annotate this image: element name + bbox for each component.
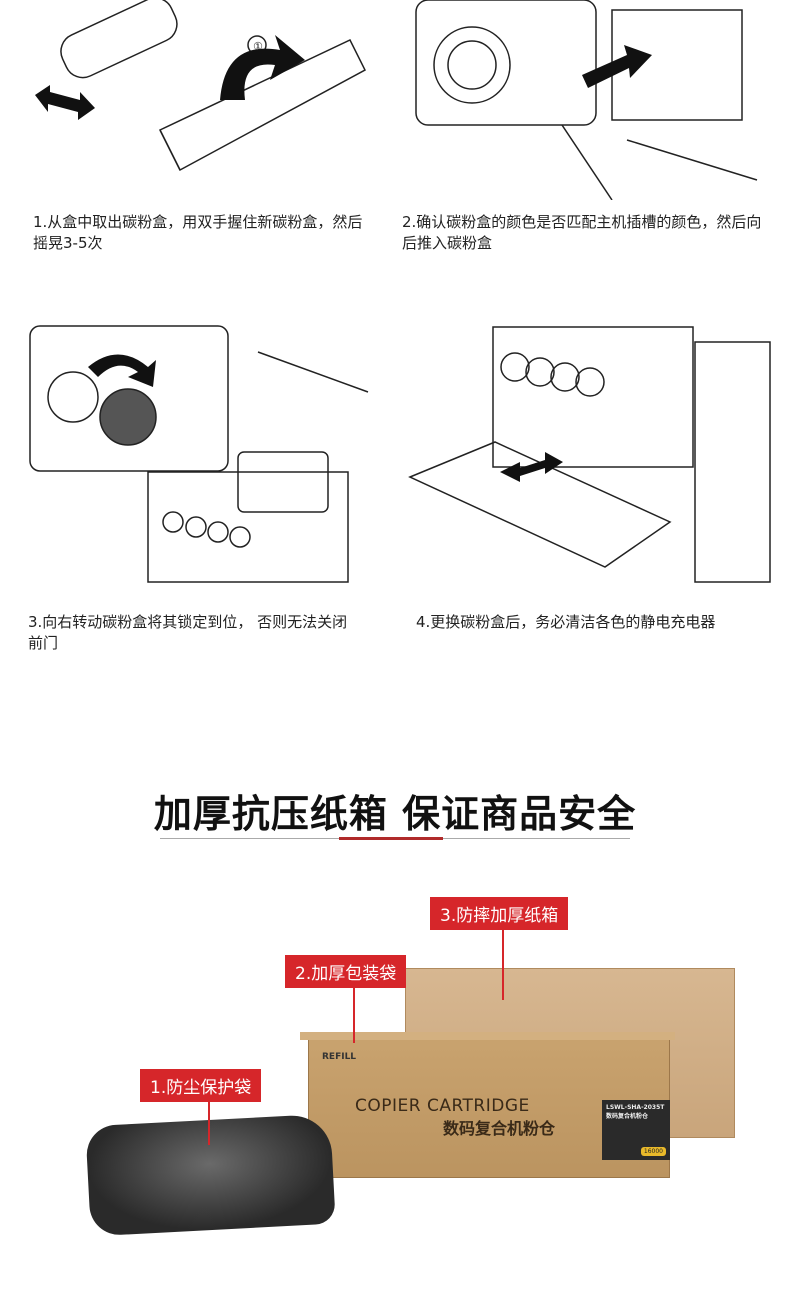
box-label: LSWL-SHA-2035T 数码复合机粉仓 16000 bbox=[602, 1100, 670, 1160]
step2-caption: 2.确认碳粉盒的颜色是否匹配主机插槽的颜色，然后向后推入碳粉盒 bbox=[402, 213, 762, 252]
tag2-pointer bbox=[353, 983, 355, 1043]
step1-illustration: ① bbox=[20, 0, 380, 200]
box-title-cn: 数码复合机粉仓 bbox=[443, 1119, 556, 1138]
tag-thick-bag: 2.加厚包装袋 bbox=[285, 955, 407, 988]
title-divider-accent bbox=[339, 837, 443, 840]
section-title: 加厚抗压纸箱 保证商品安全 bbox=[153, 792, 637, 836]
step2-illustration bbox=[412, 0, 772, 201]
step3-caption: 3.向右转动碳粉盒将其锁定到位， 否则无法关闭前门 bbox=[28, 613, 348, 652]
tag-dust-bag: 1.防尘保护袋 bbox=[140, 1069, 262, 1102]
step4-illustration bbox=[405, 322, 775, 587]
dust-bag bbox=[85, 1113, 336, 1237]
label-pages: 16000 bbox=[640, 1147, 666, 1156]
step1-marker: ① bbox=[253, 40, 263, 53]
label-name: 数码复合机粉仓 bbox=[606, 1113, 649, 1120]
step3-illustration bbox=[28, 322, 373, 587]
step1-caption: 1.从盒中取出碳粉盒，用双手握住新碳粉盒，然后摇晃3-5次 bbox=[33, 213, 363, 252]
step4-caption: 4.更换碳粉盒后，务必清洁各色的静电充电器 bbox=[416, 613, 716, 631]
tag-outer-carton: 3.防摔加厚纸箱 bbox=[430, 897, 569, 930]
tag1-pointer bbox=[208, 1100, 210, 1145]
product-box-lid bbox=[300, 1032, 675, 1040]
label-model: LSWL-SHA-2035T bbox=[606, 1104, 665, 1111]
box-brand: REFILL bbox=[322, 1052, 357, 1062]
box-title: COPIER CARTRIDGE bbox=[355, 1096, 530, 1116]
tag3-pointer bbox=[502, 925, 504, 1000]
